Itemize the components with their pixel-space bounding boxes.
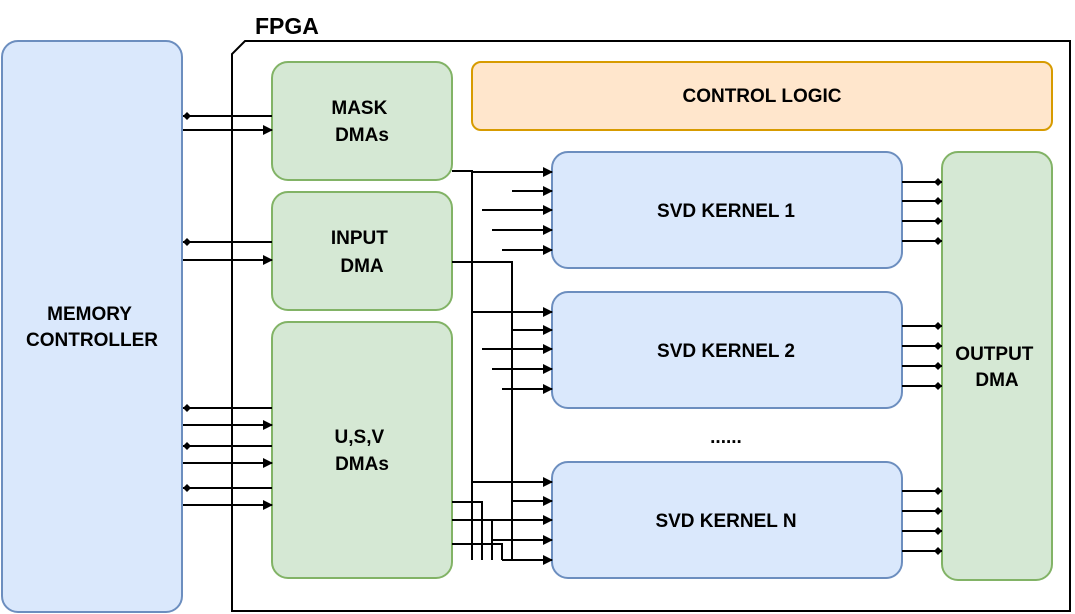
input-dma-box <box>271 191 453 311</box>
bus-1 <box>452 261 513 560</box>
output-dma-label: OUTPUT DMA <box>955 344 1038 391</box>
usv-dmas-label: U,S,V DMAs <box>335 427 390 475</box>
input-dma-line-2: DMA <box>340 256 384 277</box>
usv-dmas-line-2: DMAs <box>335 454 389 475</box>
fpga-boundary <box>231 40 1071 612</box>
bus-4 <box>452 543 503 560</box>
connector-lines <box>183 112 942 565</box>
memory-controller-label: MEMORY CONTROLLER <box>26 304 158 351</box>
output-dma-line-2: DMA <box>975 370 1019 391</box>
memory-controller-line-1: MEMORY <box>47 304 132 325</box>
svd-kernel-2-label: SVD KERNEL 2 <box>657 341 795 362</box>
memory-controller-line-2: CONTROLLER <box>26 330 158 351</box>
usv-dmas-line-1: U,S,V <box>335 427 385 448</box>
input-dma-label: INPUT DMA <box>331 228 393 277</box>
usv-dmas-box <box>271 321 453 579</box>
bus-2 <box>452 501 483 560</box>
output-dma-line-1: OUTPUT <box>955 344 1034 365</box>
kernel-ellipsis: ...... <box>710 427 742 448</box>
mask-dmas-line-1: MASK <box>331 98 387 119</box>
mask-dmas-line-2: DMAs <box>335 125 389 146</box>
mask-dmas-label: MASK DMAs <box>331 98 392 146</box>
control-logic-box <box>471 61 1053 131</box>
svd-kernel-n-label: SVD KERNEL N <box>655 511 796 532</box>
output-dma-box <box>941 151 1053 581</box>
control-logic-label: CONTROL LOGIC <box>682 86 841 107</box>
memory-controller-box <box>1 40 183 613</box>
mask-dmas-box <box>271 61 453 181</box>
input-dma-line-1: INPUT <box>331 228 388 249</box>
svd-kernel-1-label: SVD KERNEL 1 <box>657 201 795 222</box>
fpga-label: FPGA <box>255 13 319 39</box>
